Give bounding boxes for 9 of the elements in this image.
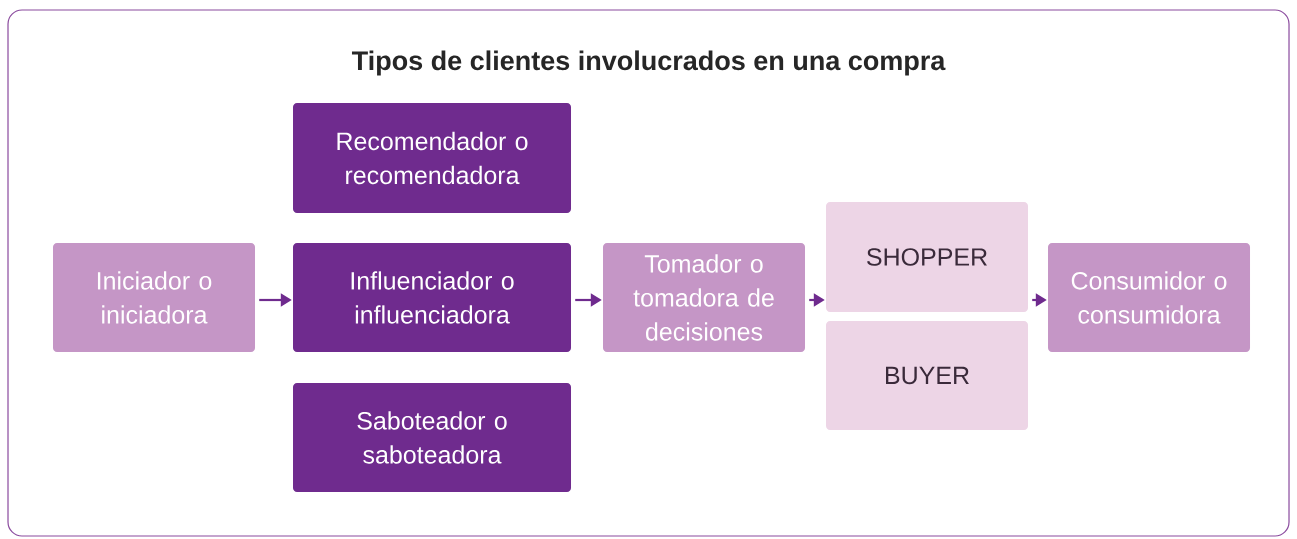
role-box: Influenciador o influenciadora (293, 243, 571, 352)
role-box: Saboteador o saboteadora (293, 383, 571, 492)
role-box: Recomendador o recomendadora (293, 103, 571, 213)
role-box: Consumidor o consumidora (1048, 243, 1250, 352)
role-box: SHOPPER (826, 202, 1028, 312)
role-box: Tomador o tomadora de decisiones (603, 243, 805, 352)
title: Tipos de clientes involucrados en una compra (352, 50, 946, 76)
role-box: BUYER (826, 321, 1028, 430)
role-box: Iniciador o iniciadora (53, 243, 255, 352)
